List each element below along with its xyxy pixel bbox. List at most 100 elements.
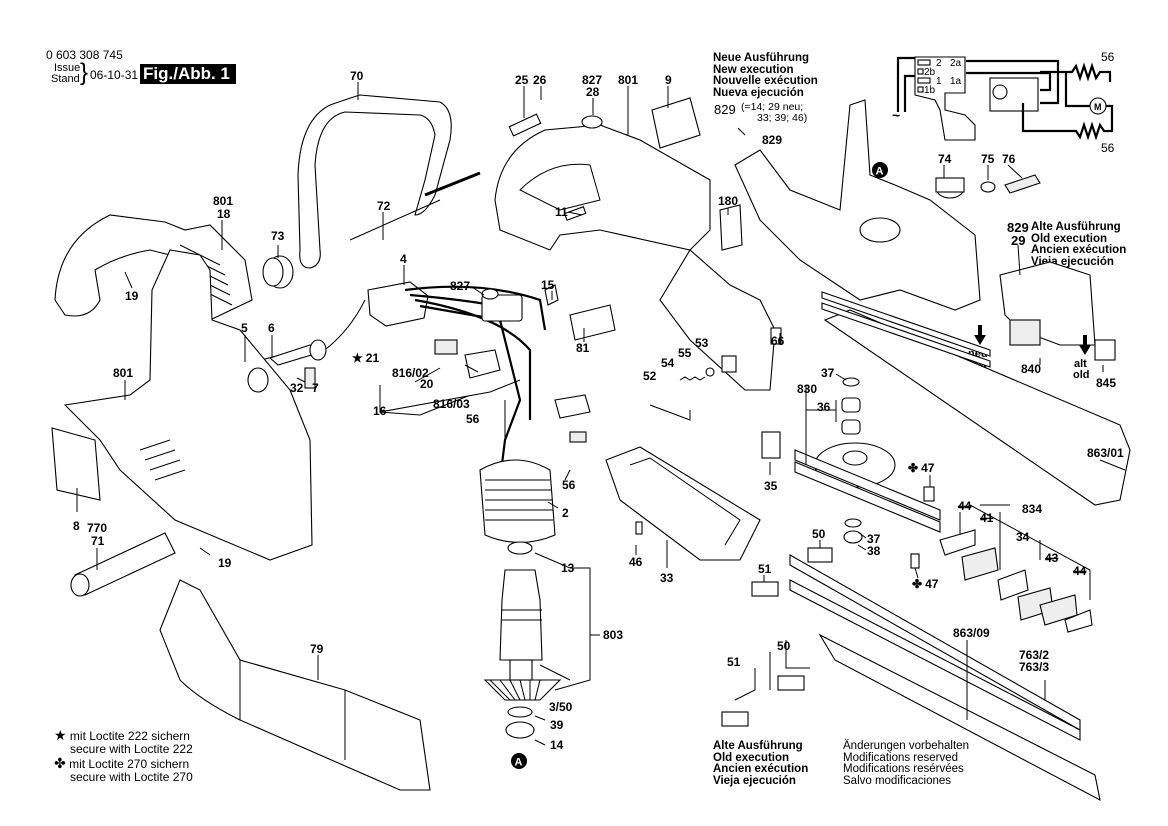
part-37-washer-top [842, 377, 860, 387]
part-75-nut [980, 181, 996, 193]
callout-845: 845 [1096, 376, 1116, 390]
part-801-base-housing [63, 249, 313, 561]
terminal-1a: 1a [950, 76, 962, 87]
callout-863-01: 863/01 [1087, 446, 1124, 460]
old-execution-note-right: Alte Ausführung Old execution Ancien exé… [1031, 221, 1126, 268]
legend-club-line-2: secure with Loctite 270 [70, 770, 193, 784]
callout-13: 13 [561, 561, 575, 575]
callout-36: 36 [817, 400, 831, 414]
part-76-cap [1004, 174, 1041, 194]
callout-50-top: 50 [812, 527, 826, 541]
resistor-label-bottom: 56 [1101, 141, 1115, 155]
callout-26: 26 [533, 73, 547, 87]
callout-53: 53 [695, 336, 709, 350]
new-execution-en: New execution [713, 63, 794, 76]
star-marker-icon: ★ [352, 351, 363, 365]
old-execution-bottom-de: Alte Ausführung [713, 740, 803, 752]
part-801-housing-top [494, 124, 776, 391]
callout-72: 72 [377, 199, 391, 213]
callout-71: 71 [91, 534, 105, 548]
callout-801-top: 801 [618, 73, 638, 87]
arrow-old-label-en: old [1073, 369, 1090, 381]
note-text-2: 33; 39; 46) [757, 112, 808, 124]
callout-labels: 70 25 26 827 28 801 9 801 18 19 72 73 11… [73, 69, 1124, 752]
callout-834: 834 [1022, 502, 1042, 516]
legend-star-line-1: mit Loctite 222 sichern [69, 729, 190, 743]
modifications-en: Modifications reserved [843, 751, 959, 764]
part-50-clamp-bottom [777, 675, 805, 691]
callout-39: 39 [550, 718, 564, 732]
part-36-bushing-a [841, 397, 861, 413]
modifications-es: Salvo modificaciones [843, 774, 952, 787]
arrow-old-icon [1079, 335, 1091, 355]
part-863-01-blade [823, 309, 1131, 506]
callout-34: 34 [1016, 530, 1030, 544]
part-37-washer-bottom [844, 518, 862, 528]
screw-72 [349, 199, 441, 241]
part-7-clamp [304, 367, 316, 389]
callout-801-base: 801 [113, 366, 133, 380]
old-execution-bottom-es: Vieja ejecución [713, 774, 796, 787]
part-3-50-armature [483, 569, 562, 701]
old-execution-bottom-en: Old execution [713, 751, 790, 764]
part-35-block [761, 431, 781, 459]
callout-44-bottom: 44 [1073, 564, 1087, 578]
callout-46: 46 [629, 555, 643, 569]
callout-770: 770 [87, 521, 107, 535]
part-14-bearing [505, 721, 535, 739]
marker-a-bottom-label: A [515, 757, 523, 769]
callout-20: 20 [420, 377, 434, 391]
callout-70: 70 [350, 69, 364, 83]
resistor-label-top: 56 [1101, 50, 1115, 64]
callout-763-3: 763/3 [1019, 660, 1049, 674]
callout-840: 840 [1021, 362, 1041, 376]
part-79-guide [159, 579, 431, 791]
legend-star: ★ mit Loctite 222 sichern secure with Lo… [54, 727, 193, 756]
terminal-2a: 2a [950, 58, 962, 69]
callout-51-top: 51 [758, 562, 772, 576]
callout-81: 81 [576, 341, 590, 355]
marker-a-top [872, 162, 888, 178]
callout-5: 5 [241, 321, 248, 335]
legend-star-line-2: secure with Loctite 222 [70, 742, 193, 756]
callout-73: 73 [271, 229, 285, 243]
old-execution-note-bottom: Alte Ausführung Old execution Ancien exé… [713, 740, 809, 787]
part-brush-holder-right [554, 394, 591, 419]
old-part-29: 29 [1011, 233, 1026, 248]
old-execution-bottom-fr: Ancien exécution [713, 763, 809, 775]
modifications-fr: Modifications resérvées [843, 763, 964, 775]
part-50-clamp-top [807, 547, 833, 563]
callout-15: 15 [541, 278, 555, 292]
part-816-02-brush [434, 339, 458, 355]
motor-label: M [1094, 102, 1102, 112]
callout-9: 9 [665, 73, 672, 87]
new-execution-de: Neue Ausführung [713, 52, 810, 64]
legend-club: ✤ mit Loctite 270 sichern secure with Lo… [54, 756, 193, 784]
part-brush-right [569, 431, 587, 443]
part-845-clip [1094, 339, 1116, 361]
marker-a-top-label: A [876, 166, 884, 178]
terminal-1: 1 [936, 76, 942, 87]
callout-3-50: 3/50 [549, 700, 573, 714]
issue-brace: } [80, 59, 89, 86]
part-66-screw [770, 327, 782, 345]
part-28-knob [581, 115, 603, 129]
callout-28: 28 [586, 85, 600, 99]
part-9-plate [651, 97, 701, 149]
new-execution-note: Neue Ausführung New execution Nouvelle e… [713, 52, 818, 99]
star-icon: ★ [54, 727, 67, 743]
part-74-knob [935, 177, 965, 199]
part-38-bearing [843, 530, 863, 544]
part-830-gear [794, 442, 941, 533]
callout-11: 11 [555, 205, 568, 219]
callout-816-03: 816/03 [433, 397, 470, 411]
old-execution-es: Vieja ejecución [1031, 255, 1114, 268]
part-guide-strip-a [821, 291, 991, 357]
part-834-plate-set [939, 529, 1093, 633]
callout-37-bottom: 37 [867, 532, 881, 546]
callout-33: 33 [660, 571, 674, 585]
callout-47-bottom: ✤47 [912, 577, 939, 591]
callout-763-2: 763/2 [1019, 648, 1049, 662]
callout-830: 830 [797, 382, 817, 396]
